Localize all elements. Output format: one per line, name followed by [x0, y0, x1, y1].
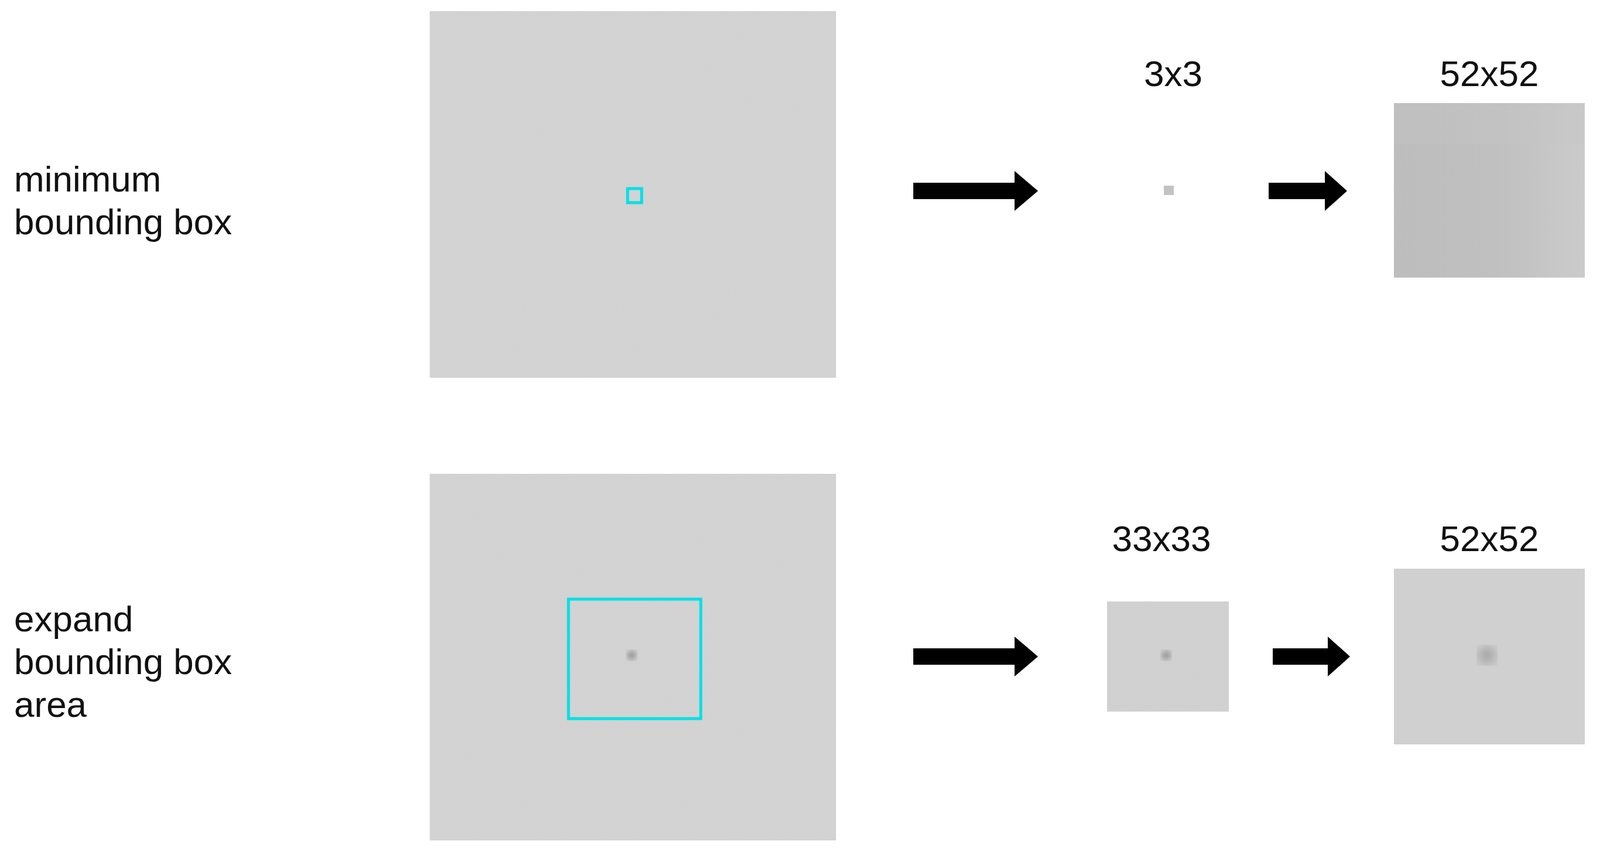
method-label: expand bounding box area — [14, 597, 260, 726]
size-label: 52x52 — [1440, 516, 1540, 560]
bounding-box — [627, 188, 642, 203]
bounding-box — [568, 598, 701, 719]
source-image — [429, 473, 837, 841]
arrow — [913, 170, 1038, 211]
size-label: 52x52 — [1440, 52, 1540, 95]
size-label: 3x3 — [1143, 52, 1203, 95]
resized-image — [1393, 568, 1585, 745]
object-dot — [1161, 650, 1171, 660]
object-dot — [627, 650, 637, 660]
method-label: minimum bounding box — [14, 157, 260, 243]
arrow — [1272, 636, 1351, 677]
resized-image-band — [1393, 103, 1585, 145]
crop-image — [1107, 601, 1229, 712]
crop-image — [1163, 185, 1174, 195]
resized-image — [1393, 103, 1585, 278]
arrow — [913, 636, 1038, 677]
object-dot — [1478, 646, 1496, 664]
arrow — [1268, 170, 1348, 211]
source-image — [429, 11, 837, 378]
size-label: 33x33 — [1112, 516, 1212, 560]
